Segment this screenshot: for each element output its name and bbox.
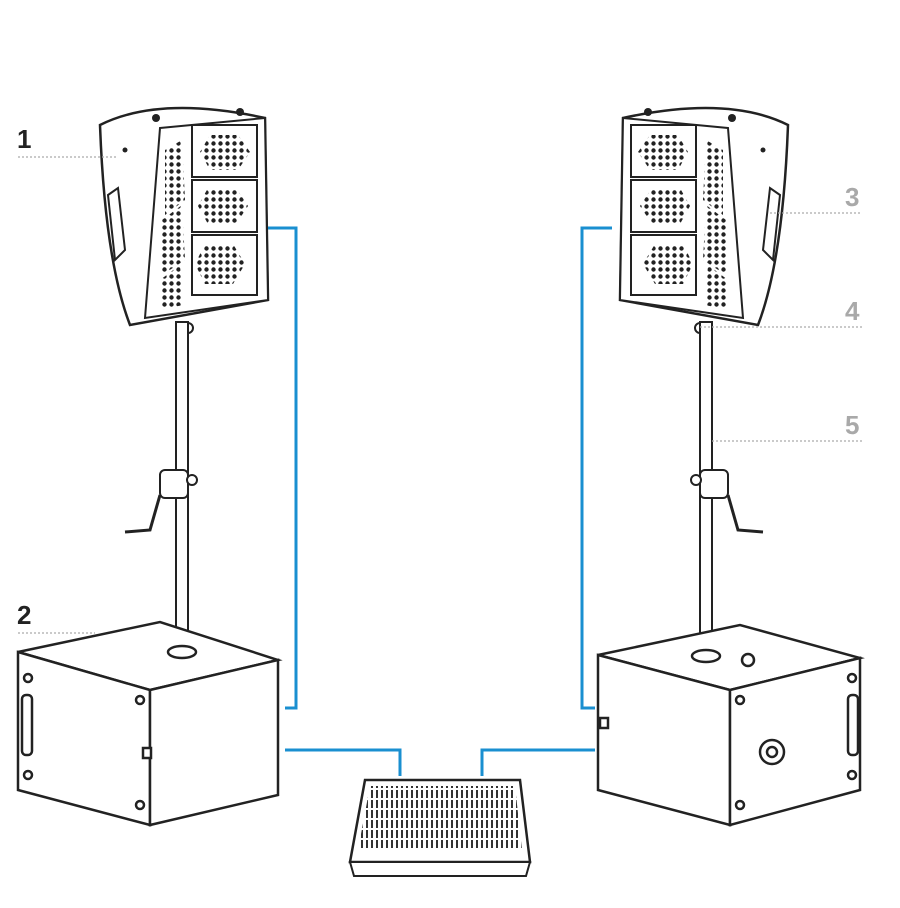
mixer-console bbox=[348, 778, 532, 877]
callout-label-5: 5 bbox=[845, 410, 860, 440]
callout-label-1: 1 bbox=[17, 124, 32, 154]
right-satellite-speaker bbox=[618, 106, 790, 642]
left-subwoofer bbox=[16, 620, 283, 827]
callout-label-4: 4 bbox=[845, 296, 860, 326]
callout-label-3: 3 bbox=[845, 182, 860, 212]
left-satellite-speaker bbox=[98, 106, 270, 642]
right-subwoofer bbox=[596, 623, 865, 827]
callout-lines bbox=[18, 156, 862, 634]
callout-label-2: 2 bbox=[17, 600, 32, 630]
signal-cables bbox=[268, 226, 612, 776]
